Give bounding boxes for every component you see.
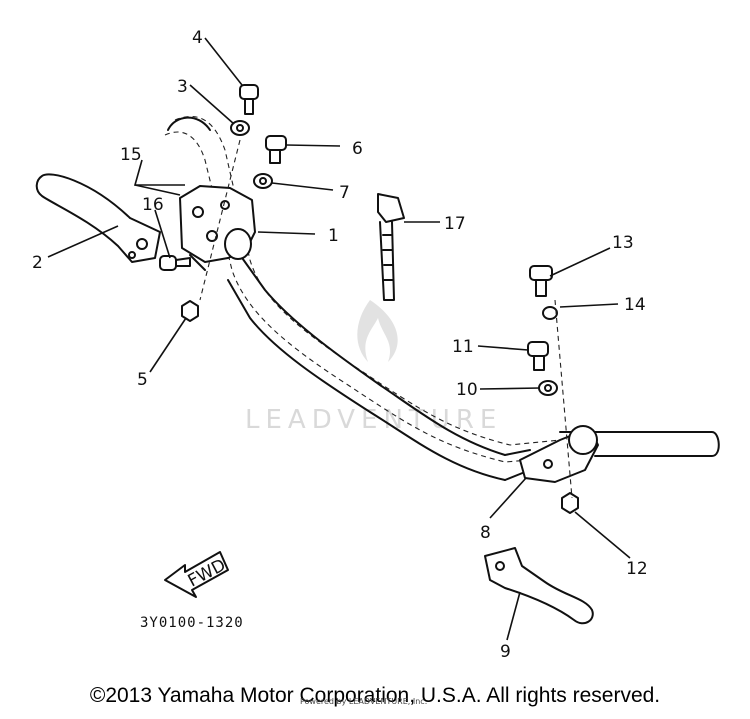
clutch-lever-holder [179,185,256,271]
callout-6: 6 [352,139,363,159]
washer-7 [253,173,273,189]
assembly-line-left [199,139,241,301]
forward-arrow-icon: FWD [164,551,229,598]
callout-8: 8 [480,523,491,543]
callout-9: 9 [500,642,511,662]
callout-3: 3 [177,77,188,97]
assembly-line-right [554,299,573,499]
callout-2: 2 [32,253,43,273]
bolt-4 [239,84,259,115]
handlebar [164,115,720,481]
callout-15: 15 [120,145,142,165]
callout-17: 17 [444,214,466,234]
callout-7: 7 [339,183,350,203]
right-lever-9 [484,547,594,625]
bolt-16 [159,255,191,271]
watermark: LEADVENTURE [245,300,502,435]
bolt-11 [527,341,549,371]
callouts: 1 2 3 4 5 6 7 8 9 10 11 12 13 14 15 16 1… [32,28,648,662]
callout-11: 11 [452,337,474,357]
callout-10: 10 [456,380,478,400]
diagram-part-number: 3Y0100-1320 [140,615,244,631]
watermark-text: LEADVENTURE [245,405,502,435]
cable-tie [377,193,405,301]
callout-1: 1 [328,226,339,246]
nut-5 [181,300,199,322]
copyright-notice: ©2013 Yamaha Motor Corporation, U.S.A. A… [89,684,661,707]
nut-12 [561,492,579,514]
callout-14: 14 [624,295,646,315]
left-lever [35,173,161,263]
washer-10 [538,380,558,396]
callout-4: 4 [192,28,203,48]
copyright-overlay-text: Powered by LEADVENTURE, Inc. [300,697,428,706]
lever-holder-8 [519,425,599,483]
washer-3 [230,120,250,136]
washer-14 [542,306,558,320]
callout-12: 12 [626,559,648,579]
callout-13: 13 [612,233,634,253]
callout-16: 16 [142,195,164,215]
bolt-13 [529,265,553,297]
callout-5: 5 [137,370,148,390]
bolt-6 [265,135,287,164]
leader-lines [47,37,631,641]
